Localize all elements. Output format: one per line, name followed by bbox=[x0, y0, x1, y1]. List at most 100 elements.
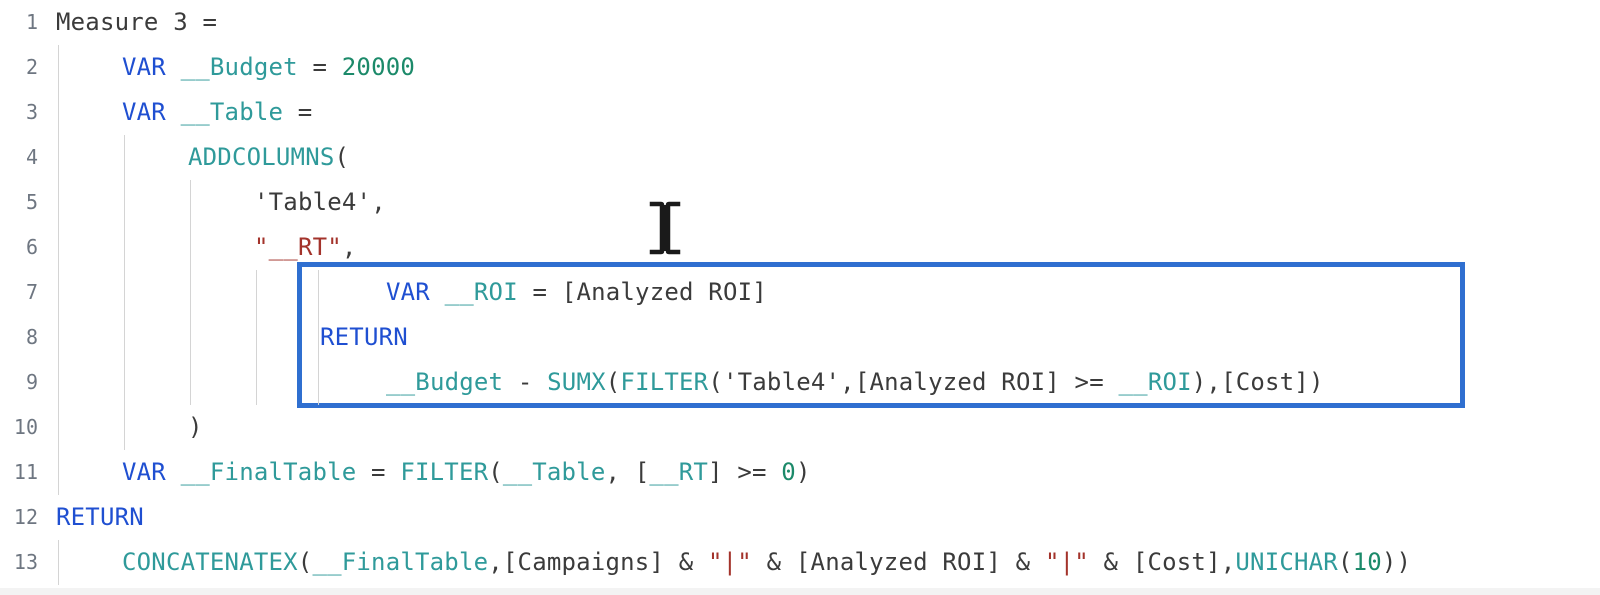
line-number: 12 bbox=[13, 505, 38, 529]
highlight-box bbox=[297, 262, 1465, 408]
line-number: 9 bbox=[25, 370, 38, 394]
code-token: VAR bbox=[386, 278, 445, 306]
code-text: ) bbox=[188, 405, 203, 450]
code-token: 20000 bbox=[341, 53, 416, 81]
indent-guide bbox=[58, 45, 59, 495]
indent-guide bbox=[256, 270, 257, 405]
code-token: = bbox=[283, 98, 313, 126]
code-token: __ROI bbox=[444, 278, 518, 306]
indent-guide bbox=[58, 540, 59, 585]
code-line[interactable]: 9 __Budget - SUMX(FILTER('Table4',[Analyz… bbox=[0, 360, 1600, 405]
code-token: RETURN bbox=[56, 503, 144, 531]
code-token: ,[Campaigns] & bbox=[488, 548, 708, 576]
code-line[interactable]: 5 'Table4', bbox=[0, 180, 1600, 225]
code-text: VAR __Budget = 20000 bbox=[122, 45, 415, 90]
code-token: & [Cost], bbox=[1088, 548, 1236, 576]
code-line[interactable]: 11 VAR __FinalTable = FILTER(__Table, [__… bbox=[0, 450, 1600, 495]
code-token: __FinalTable bbox=[180, 458, 357, 486]
line-number: 1 bbox=[25, 10, 38, 34]
code-token: VAR bbox=[122, 98, 181, 126]
line-number: 11 bbox=[13, 460, 38, 484]
code-line[interactable]: 6 "__RT", bbox=[0, 225, 1600, 270]
code-text: CONCATENATEX(__FinalTable,[Campaigns] & … bbox=[122, 540, 1411, 585]
code-token: ( bbox=[605, 368, 621, 396]
code-line[interactable]: 12 RETURN bbox=[0, 495, 1600, 540]
code-token: "|" bbox=[708, 548, 752, 576]
line-number: 2 bbox=[25, 55, 38, 79]
code-token: __FinalTable bbox=[312, 548, 489, 576]
code-token: ) bbox=[795, 458, 811, 486]
code-text: ADDCOLUMNS( bbox=[188, 135, 349, 180]
code-token: )) bbox=[1381, 548, 1412, 576]
code-token: ( bbox=[1337, 548, 1353, 576]
code-token: UNICHAR bbox=[1235, 548, 1338, 576]
code-token: ( bbox=[334, 143, 350, 171]
editor-bottom-edge bbox=[0, 588, 1600, 595]
code-token: ADDCOLUMNS bbox=[188, 143, 335, 171]
line-number: 7 bbox=[25, 280, 38, 304]
code-token: , [ bbox=[605, 458, 650, 486]
code-text: VAR __ROI = [Analyzed ROI] bbox=[386, 270, 767, 315]
code-line[interactable]: 7 VAR __ROI = [Analyzed ROI] bbox=[0, 270, 1600, 315]
code-token: , bbox=[371, 188, 386, 216]
indent-guide bbox=[124, 135, 125, 450]
line-number: 5 bbox=[25, 190, 38, 214]
code-token: 10 bbox=[1352, 548, 1382, 576]
code-token: "|" bbox=[1044, 548, 1089, 576]
code-token: - bbox=[503, 368, 548, 396]
text-ibeam-cursor-icon bbox=[648, 200, 682, 256]
code-line[interactable]: 8 RETURN bbox=[0, 315, 1600, 360]
line-number: 4 bbox=[25, 145, 38, 169]
code-text: RETURN bbox=[320, 315, 408, 360]
code-line[interactable]: 1 Measure 3 = bbox=[0, 0, 1600, 45]
code-token: VAR bbox=[122, 53, 181, 81]
code-token: CONCATENATEX bbox=[122, 548, 298, 576]
line-number: 13 bbox=[13, 550, 38, 574]
code-token: 0 bbox=[781, 458, 796, 486]
code-token: __Table bbox=[180, 98, 284, 126]
line-number: 10 bbox=[13, 415, 38, 439]
code-token: ( bbox=[297, 548, 313, 576]
code-token: ( bbox=[488, 458, 503, 486]
code-token: "__RT" bbox=[254, 233, 342, 261]
code-text: __Budget - SUMX(FILTER('Table4',[Analyze… bbox=[386, 360, 1324, 405]
code-token: = [Analyzed ROI] bbox=[517, 278, 767, 306]
line-number: 3 bbox=[25, 100, 38, 124]
code-token: VAR bbox=[122, 458, 181, 486]
code-token: ('Table4',[Analyzed ROI] >= bbox=[708, 368, 1119, 396]
code-text: VAR __FinalTable = FILTER(__Table, [__RT… bbox=[122, 450, 811, 495]
code-token: __Budget bbox=[386, 368, 504, 396]
code-line[interactable]: 4 ADDCOLUMNS( bbox=[0, 135, 1600, 180]
code-line[interactable]: 2 VAR __Budget = 20000 bbox=[0, 45, 1600, 90]
code-text: 'Table4', bbox=[254, 180, 386, 225]
code-token: RETURN bbox=[320, 323, 408, 351]
code-token: __ROI bbox=[1118, 368, 1192, 396]
code-line[interactable]: 10) bbox=[0, 405, 1600, 450]
code-text: "__RT", bbox=[254, 225, 357, 270]
code-token: & [Analyzed ROI] & bbox=[751, 548, 1045, 576]
code-token: __Table bbox=[502, 458, 606, 486]
code-text: RETURN bbox=[56, 495, 144, 540]
code-token: 'Table4' bbox=[254, 188, 372, 216]
indent-guide bbox=[190, 180, 191, 405]
code-text: VAR __Table = bbox=[122, 90, 312, 135]
code-token: FILTER bbox=[400, 458, 489, 486]
code-token: = bbox=[297, 53, 342, 81]
code-token: ) bbox=[188, 413, 203, 441]
line-number: 6 bbox=[25, 235, 38, 259]
code-text: Measure 3 = bbox=[56, 0, 217, 45]
line-number: 8 bbox=[25, 325, 38, 349]
code-token: ),[Cost]) bbox=[1191, 368, 1324, 396]
code-token: FILTER bbox=[620, 368, 709, 396]
indent-guide bbox=[318, 270, 319, 405]
code-token: SUMX bbox=[547, 368, 606, 396]
code-token: __Budget bbox=[180, 53, 298, 81]
code-token: __RT bbox=[649, 458, 709, 486]
code-token: , bbox=[341, 233, 357, 261]
code-token: ] >= bbox=[708, 458, 782, 486]
code-token: = bbox=[356, 458, 401, 486]
code-token: Measure 3 = bbox=[56, 8, 218, 36]
code-line[interactable]: 3 VAR __Table = bbox=[0, 90, 1600, 135]
